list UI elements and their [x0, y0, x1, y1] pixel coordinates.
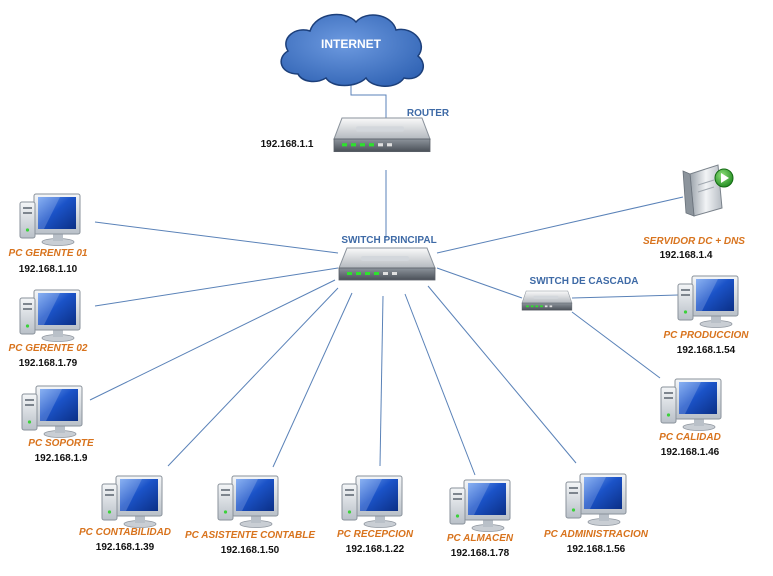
pc-almacen: PC ALMACEN 192.168.1.78 [447, 479, 514, 559]
pc-ip: 192.168.1.9 [35, 453, 88, 464]
line-switch-almacen [404, 293, 476, 476]
router-ip: 192.168.1.1 [261, 139, 314, 150]
pc-ip: 192.168.1.39 [96, 542, 155, 553]
pc-name: PC SOPORTE [28, 438, 94, 449]
pc-ip: 192.168.1.78 [451, 548, 510, 559]
pc-gerente-01: PC GERENTE 01 192.168.1.10 [9, 193, 88, 275]
play-icon [714, 168, 734, 188]
computer-icon [19, 289, 81, 342]
line-switch-gerente02 [94, 267, 339, 307]
pc-ip: 192.168.1.50 [221, 545, 280, 556]
line-switch-soporte [89, 279, 336, 401]
switch-cascada: SWITCH DE CASCADA [521, 276, 639, 311]
pc-name: PC ADMINISTRACION [544, 529, 649, 540]
pc-contabilidad: PC CONTABILIDAD 192.168.1.39 [79, 475, 171, 553]
pc-name: PC CALIDAD [659, 432, 721, 443]
switch-cascade-icon [521, 290, 573, 311]
pc-ip: 192.168.1.79 [19, 358, 78, 369]
pc-name: PC CONTABILIDAD [79, 527, 171, 538]
internet-label: INTERNET [321, 37, 382, 51]
pc-soporte: PC SOPORTE 192.168.1.9 [21, 385, 94, 464]
pc-asistente-contable: PC ASISTENTE CONTABLE 192.168.1.50 [185, 475, 315, 556]
line-switch-asistente [272, 292, 353, 468]
computer-icon [565, 473, 627, 526]
line-switch-servidor [436, 196, 684, 254]
line-switch-administracion [427, 285, 577, 464]
pc-gerente-02: PC GERENTE 02 192.168.1.79 [9, 289, 88, 369]
router-label: ROUTER [407, 108, 450, 119]
pc-name: PC RECEPCION [337, 529, 414, 540]
computer-icon [21, 385, 83, 438]
server-icon [682, 164, 734, 217]
pc-name: PC PRODUCCION [663, 330, 749, 341]
line-switch-cascada [436, 267, 523, 299]
computer-icon [217, 475, 279, 528]
pc-ip: 192.168.1.54 [677, 345, 736, 356]
cloud-icon [280, 13, 424, 87]
pc-ip: 192.168.1.22 [346, 544, 405, 555]
computer-icon [449, 479, 511, 532]
line-cascada-calidad [571, 311, 661, 379]
server-device: SERVIDOR DC + DNS 192.168.1.4 [643, 164, 745, 261]
pc-calidad: PC CALIDAD 192.168.1.46 [659, 378, 722, 458]
line-switch-recepcion [379, 295, 384, 467]
computer-icon [101, 475, 163, 528]
router-device: ROUTER 192.168.1.1 [261, 108, 450, 153]
pc-ip: 192.168.1.46 [661, 447, 720, 458]
pc-administracion: PC ADMINISTRACION 192.168.1.56 [544, 473, 649, 555]
internet-cloud: INTERNET [280, 13, 424, 87]
computer-icon [19, 193, 81, 246]
pc-ip: 192.168.1.10 [19, 264, 78, 275]
switch-principal: SWITCH PRINCIPAL [338, 235, 437, 281]
switch-cascada-label: SWITCH DE CASCADA [530, 276, 639, 287]
pc-name: PC ALMACEN [447, 533, 514, 544]
pc-recepcion: PC RECEPCION 192.168.1.22 [337, 475, 414, 555]
pc-produccion: PC PRODUCCION 192.168.1.54 [663, 275, 749, 356]
switch-icon [338, 247, 436, 281]
computer-icon [677, 275, 739, 328]
computer-icon [660, 378, 722, 431]
switch-principal-label: SWITCH PRINCIPAL [341, 235, 436, 246]
server-label: SERVIDOR DC + DNS [643, 236, 745, 247]
line-switch-contabilidad [167, 287, 339, 467]
connection-lines [89, 76, 684, 476]
pc-name: PC GERENTE 01 [9, 248, 88, 259]
pc-name: PC GERENTE 02 [9, 343, 88, 354]
pc-name: PC ASISTENTE CONTABLE [185, 530, 315, 541]
pc-ip: 192.168.1.56 [567, 544, 626, 555]
line-cascada-produccion [571, 294, 679, 299]
computer-icon [341, 475, 403, 528]
router-icon [333, 117, 431, 153]
server-ip: 192.168.1.4 [660, 250, 713, 261]
line-switch-gerente01 [94, 221, 339, 254]
